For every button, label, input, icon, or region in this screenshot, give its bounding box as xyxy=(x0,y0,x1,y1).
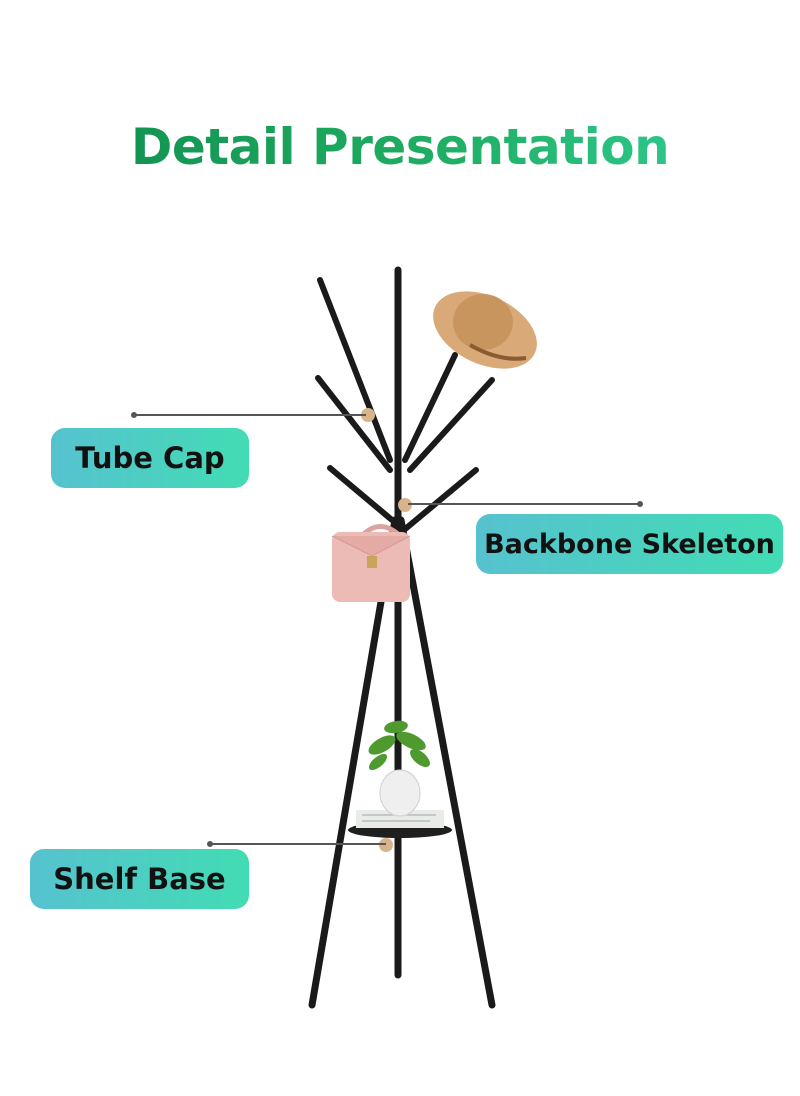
page-title: Detail Presentation xyxy=(0,118,800,176)
backbone-leader-line xyxy=(408,503,640,505)
shelf-base-label: Shelf Base xyxy=(30,849,249,909)
backbone-leader-dot xyxy=(637,501,643,507)
shelf-leader-dot xyxy=(207,841,213,847)
tube-cap-leader-line xyxy=(134,414,366,416)
tube-cap-label: Tube Cap xyxy=(51,428,249,488)
tube-cap-leader-dot xyxy=(131,412,137,418)
shelf-leader-line xyxy=(210,843,386,845)
backbone-skeleton-label: Backbone Skeleton xyxy=(476,514,783,574)
